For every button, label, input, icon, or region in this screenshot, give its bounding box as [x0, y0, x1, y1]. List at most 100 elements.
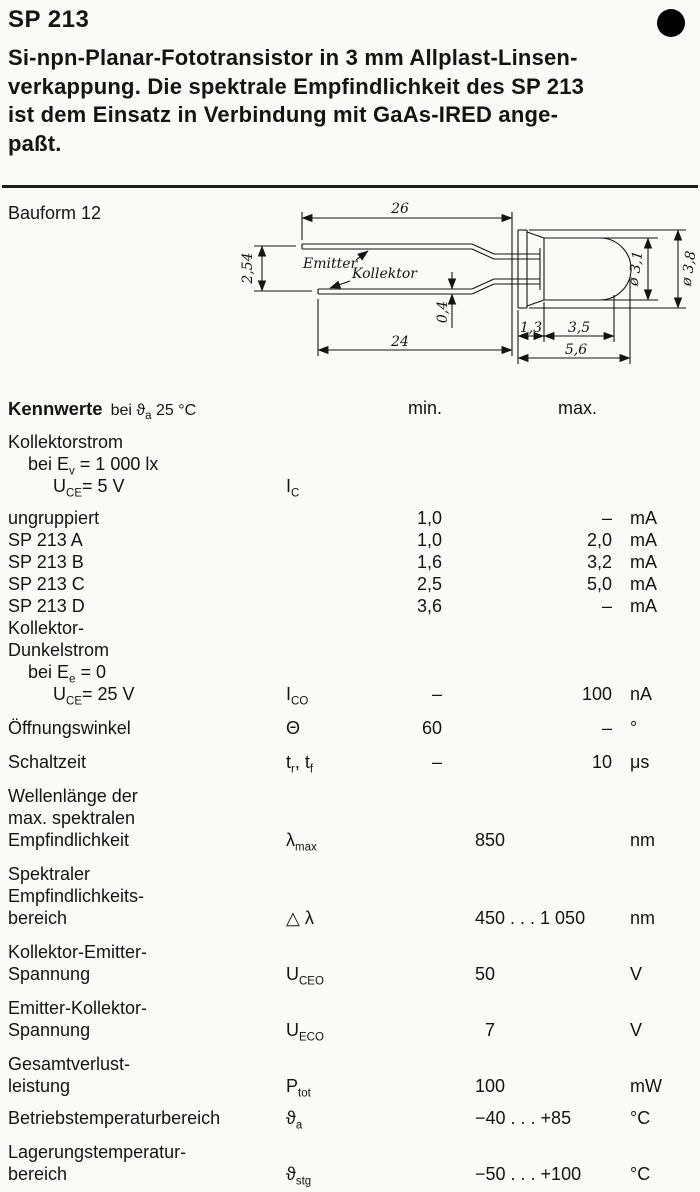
- row-label: Öffnungswinkel: [8, 718, 131, 738]
- row-label: ungruppiert: [8, 508, 100, 528]
- row-unit: mA: [630, 508, 657, 528]
- row-label: Empfindlichkeits-: [8, 886, 145, 906]
- row-symbol: UECO: [286, 1020, 324, 1044]
- row-value: 50: [475, 964, 496, 984]
- table-title: Kennwerte: [8, 398, 103, 419]
- table-row: Empfindlichkeit λmax 850 nm: [0, 830, 700, 854]
- row-symbol: UCEO: [286, 964, 324, 988]
- table-row: Gesamtverlust-: [0, 1054, 700, 1076]
- table-row: Empfindlichkeits-: [0, 886, 700, 908]
- row-value: 7: [475, 1020, 496, 1040]
- row-label: Kollektor-: [8, 618, 85, 638]
- row-symbol: Θ: [286, 718, 301, 738]
- row-label: bei Ee = 0: [8, 662, 106, 686]
- row-max: –: [601, 508, 612, 528]
- dim-lead-bottom: 24: [390, 334, 409, 350]
- row-unit: nm: [630, 830, 656, 850]
- row-min: 1,0: [416, 508, 442, 528]
- row-value: 450 . . . 1 050: [475, 908, 586, 928]
- row-unit: V: [630, 1020, 643, 1040]
- row-symbol: △ λ: [286, 908, 314, 928]
- row-min: –: [431, 752, 442, 772]
- row-unit: nA: [630, 684, 653, 704]
- table-row: Betriebstemperaturbereich ϑa −40 . . . +85…: [0, 1108, 700, 1132]
- table-condition: bei ϑa 25 °C: [110, 402, 197, 423]
- row-label: bei Ev = 1 000 lx: [8, 454, 159, 478]
- row-max: –: [601, 718, 612, 738]
- table-title-group: Kennwerte bei ϑa 25 °C: [8, 398, 196, 422]
- emitter-label: Emitter: [302, 256, 359, 272]
- row-label: Kollektorstrom: [8, 432, 124, 452]
- table-row: Wellenlänge der: [0, 786, 700, 808]
- dim-seg1: 1,3: [520, 320, 542, 336]
- table-row: Dunkelstrom: [0, 640, 700, 662]
- row-max: 2,0: [586, 530, 612, 550]
- row-label: max. spektralen: [8, 808, 136, 828]
- dim-total: 5,6: [565, 342, 587, 358]
- dim-lead-top: 26: [390, 201, 409, 217]
- drawing-lines: [254, 212, 686, 364]
- row-label: Emitter-Kollektor-: [8, 998, 148, 1018]
- table-row: SP 213 B 1,6 3,2 mA: [0, 552, 700, 574]
- row-label: SP 213 B: [8, 552, 84, 572]
- corner-dot-icon: [657, 9, 685, 37]
- row-label: Betriebstemperaturbereich: [8, 1108, 221, 1128]
- row-value: 100: [475, 1076, 506, 1096]
- table-row: Öffnungswinkel Θ 60 –°: [0, 718, 700, 740]
- table-row: max. spektralen: [0, 808, 700, 830]
- row-value: −40 . . . +85: [475, 1108, 572, 1128]
- row-symbol: λmax: [286, 830, 317, 854]
- row-unit: V: [630, 964, 643, 984]
- row-unit: mA: [630, 552, 657, 572]
- row-unit: mA: [630, 574, 657, 594]
- row-label: Wellenlänge der: [8, 786, 138, 806]
- row-unit: μs: [630, 752, 650, 772]
- divider: [2, 185, 698, 188]
- row-unit: °C: [630, 1108, 651, 1128]
- row-value: 850: [475, 830, 506, 850]
- row-symbol: ϑa: [286, 1108, 303, 1132]
- table-row: Spannung UECO 7 V: [0, 1020, 700, 1044]
- table-row: Kollektorstrom: [0, 432, 700, 454]
- row-label: UCE= 25 V: [53, 684, 135, 708]
- row-label: Dunkelstrom: [8, 640, 110, 660]
- dim-dia-flange: ø 3,8: [679, 250, 700, 288]
- row-max: 10: [591, 752, 612, 772]
- row-unit: mW: [630, 1076, 662, 1096]
- row-label: Empfindlichkeit: [8, 830, 130, 850]
- row-label: leistung: [8, 1076, 71, 1096]
- table-row: Kollektor-: [0, 618, 700, 640]
- row-unit: °C: [630, 1164, 651, 1184]
- row-unit: °: [630, 718, 638, 738]
- kollektor-label: Kollektor: [351, 266, 418, 282]
- table-row: Emitter-Kollektor-: [0, 998, 700, 1020]
- row-label: bereich: [8, 908, 68, 928]
- row-max: 3,2: [586, 552, 612, 572]
- dim-dia-lens: ø 3,1: [626, 250, 647, 288]
- row-min: 60: [421, 718, 442, 738]
- column-header-max: max.: [558, 398, 598, 418]
- part-number: SP 213: [8, 6, 90, 33]
- table-row: ungruppiert 1,0 –mA: [0, 508, 700, 530]
- row-unit: mA: [630, 596, 657, 616]
- row-label: Gesamtverlust-: [8, 1054, 131, 1074]
- row-label: Spektraler: [8, 864, 91, 884]
- row-label: UCE= 5 V: [53, 476, 125, 500]
- description-text: Si-npn-Planar-Fototransistor in 3 mm All…: [8, 45, 585, 156]
- row-label: Spannung: [8, 964, 91, 984]
- row-min: 3,6: [416, 596, 442, 616]
- row-label: Spannung: [8, 1020, 91, 1040]
- table-row: bei Ee = 0: [0, 662, 700, 686]
- row-value: −50 . . . +100: [475, 1164, 582, 1184]
- row-label: Schaltzeit: [8, 752, 87, 772]
- row-min: 1,6: [416, 552, 442, 572]
- table-row: Lagerungstemperatur-: [0, 1142, 700, 1164]
